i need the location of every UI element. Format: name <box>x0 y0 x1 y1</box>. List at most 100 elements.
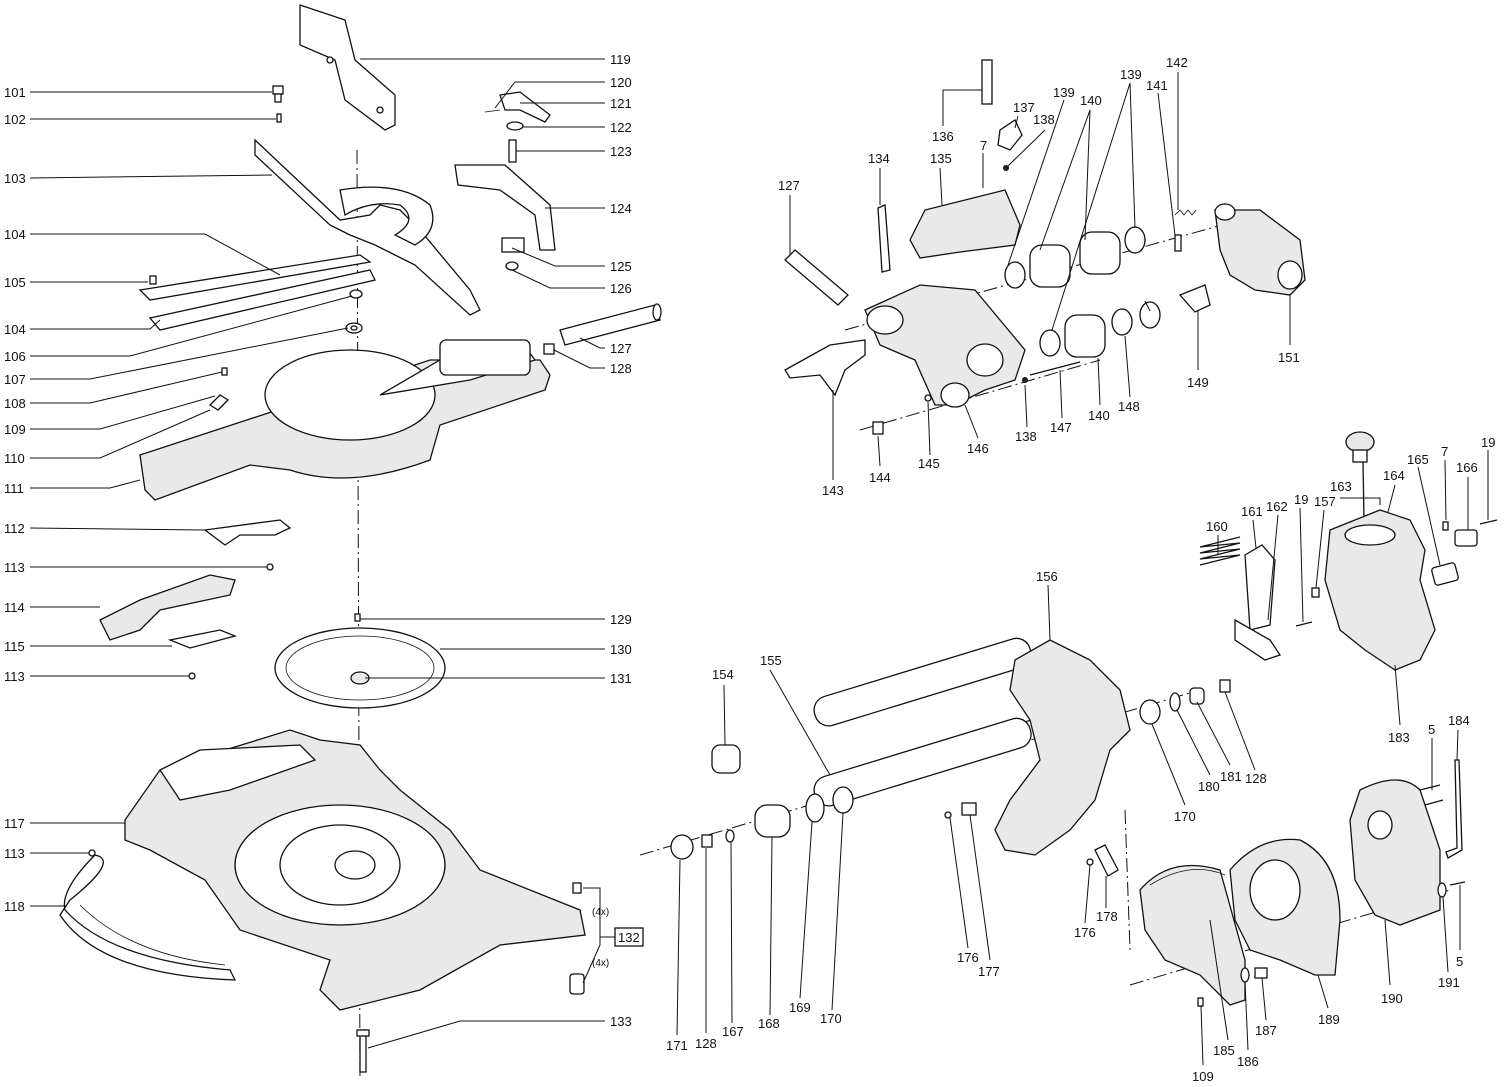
label-103: 103 <box>4 171 26 186</box>
part-132-foot <box>572 882 582 894</box>
label-125: 125 <box>610 259 632 274</box>
label-132-box <box>614 927 644 947</box>
label-167: 167 <box>722 1024 744 1039</box>
label-113-a: 113 <box>4 560 25 575</box>
part-180-washer <box>1169 692 1181 712</box>
part-5-screw-a2 <box>1424 799 1444 806</box>
label-162: 162 <box>1266 499 1288 514</box>
label-106: 106 <box>4 349 26 364</box>
label-109-b: 109 <box>1192 1069 1214 1084</box>
label-5-a: 5 <box>1428 722 1435 737</box>
label-165: 165 <box>1407 452 1429 467</box>
label-170-a: 170 <box>1174 809 1196 824</box>
label-139-a: 139 <box>1053 85 1075 100</box>
part-128-nut-c <box>701 834 713 848</box>
label-118: 118 <box>4 899 25 914</box>
label-112: 112 <box>4 521 25 536</box>
part-163-knob <box>1345 431 1375 521</box>
label-156: 156 <box>1036 569 1058 584</box>
part-138-ball <box>1003 165 1009 171</box>
part-7-screw-b <box>1442 521 1449 531</box>
label-7-a: 7 <box>980 138 987 153</box>
part-162-bracket <box>1234 618 1282 661</box>
part-178-plate <box>1094 844 1119 877</box>
label-169: 169 <box>789 1000 811 1015</box>
part-184-hex-key <box>1445 759 1463 859</box>
lower-axis-3 <box>1124 809 1131 951</box>
upper-right-leaders <box>789 72 1291 480</box>
label-113-c: 113 <box>4 846 25 861</box>
label-180: 180 <box>1198 779 1220 794</box>
part-177-clip <box>961 802 977 816</box>
part-106-nut <box>349 289 363 299</box>
label-161: 161 <box>1241 504 1263 519</box>
label-126: 126 <box>610 281 632 296</box>
part-113-screw-b <box>188 672 196 680</box>
upper-right-labels: 127 134 135 136 137 7 138 139 140 139 14… <box>778 55 1300 498</box>
left-leaders <box>29 91 353 907</box>
part-168-bushing <box>754 804 791 838</box>
part-112-spring <box>203 519 292 546</box>
label-104-b: 104 <box>4 322 26 337</box>
part-108-screw <box>221 367 228 376</box>
part-105-screw <box>149 275 157 285</box>
part-144-screw <box>872 421 884 435</box>
part-111-table <box>139 339 551 501</box>
part-125-plate <box>501 237 525 253</box>
label-138-b: 138 <box>1015 429 1037 444</box>
label-184: 184 <box>1448 713 1470 728</box>
part-137-knob <box>997 119 1023 151</box>
part-117-base <box>124 729 586 1011</box>
part-123-bolt <box>508 139 517 163</box>
part-5-screw-a <box>1419 784 1441 791</box>
label-189: 189 <box>1318 1012 1340 1027</box>
label-104-a: 104 <box>4 227 26 242</box>
lower-right-labels: 154 155 156 160 161 162 19 157 163 164 1… <box>666 435 1495 1084</box>
part-176-screw-b <box>1086 858 1094 866</box>
label-128-b: 128 <box>695 1036 717 1051</box>
part-166-switch <box>1454 529 1478 547</box>
label-120: 120 <box>610 75 632 90</box>
label-130: 130 <box>610 642 632 657</box>
label-141: 141 <box>1146 78 1168 93</box>
part-127-rod <box>784 249 849 306</box>
label-176-b: 176 <box>1074 925 1096 940</box>
label-140-a: 140 <box>1080 93 1102 108</box>
lower-axis-2 <box>1129 889 1451 986</box>
label-183: 183 <box>1388 730 1410 745</box>
label-181: 181 <box>1220 769 1242 784</box>
part-167-washer <box>725 829 735 843</box>
part-103-fence <box>254 138 481 316</box>
label-191: 191 <box>1438 975 1460 990</box>
part-101-screw <box>272 85 284 103</box>
label-5-b: 5 <box>1456 954 1463 969</box>
label-7-b: 7 <box>1441 444 1448 459</box>
part-122-washer <box>506 121 524 131</box>
part-138-ball-b <box>1022 377 1028 383</box>
label-139-b: 139 <box>1120 67 1142 82</box>
label-185: 185 <box>1213 1043 1235 1058</box>
part-140-bearing-a <box>1029 244 1071 288</box>
label-111: 111 <box>4 481 24 496</box>
label-114: 114 <box>4 600 25 615</box>
part-171-cap <box>670 834 694 860</box>
label-135: 135 <box>930 151 952 166</box>
part-154-cap <box>711 744 741 774</box>
label-127-b: 127 <box>778 178 800 193</box>
label-146: 146 <box>967 441 989 456</box>
label-136: 136 <box>932 129 954 144</box>
label-117: 117 <box>4 816 25 831</box>
part-129-screw <box>354 613 361 622</box>
part-140-bearing-b <box>1079 231 1121 275</box>
part-165-brush <box>1431 562 1459 586</box>
part-164-motor-housing <box>1324 509 1436 671</box>
part-187-screw <box>1254 967 1268 979</box>
label-166: 166 <box>1456 460 1478 475</box>
label-137: 137 <box>1013 100 1035 115</box>
part-191-washer <box>1437 882 1447 898</box>
part-139-ring-c <box>1039 329 1061 357</box>
label-187: 187 <box>1255 1023 1277 1038</box>
label-109: 109 <box>4 422 26 437</box>
part-118-angle-scale <box>59 854 237 981</box>
